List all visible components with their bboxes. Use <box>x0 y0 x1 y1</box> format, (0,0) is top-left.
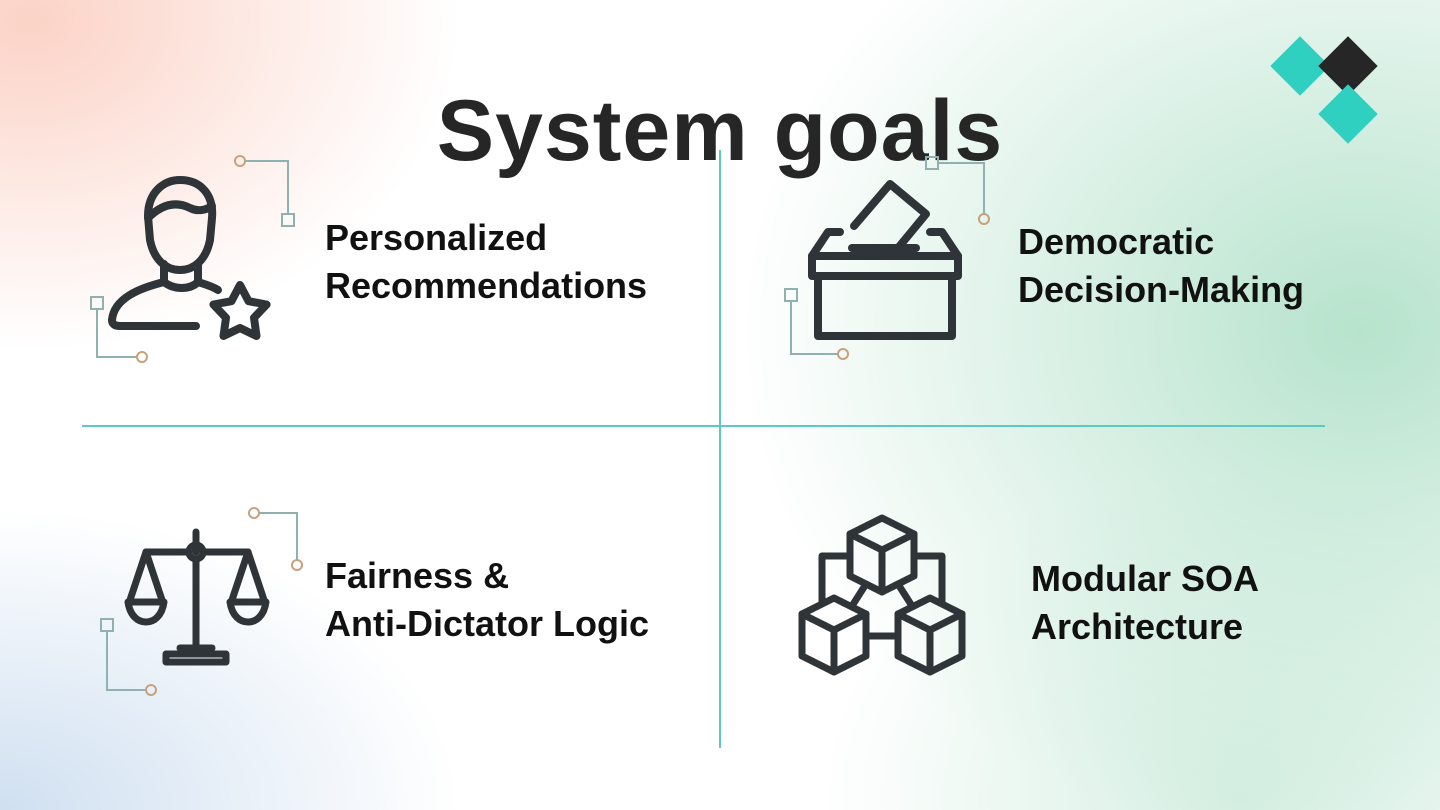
ballot-box-icon <box>808 180 962 340</box>
connector-decoration <box>100 618 157 696</box>
horizontal-divider <box>82 425 1325 427</box>
connector-decoration <box>925 156 990 225</box>
goal-label-line: Decision-Making <box>1018 269 1305 310</box>
connector-decoration <box>784 288 849 360</box>
modular-cubes-icon <box>798 514 966 676</box>
goal-label-fairness-anti-dictator-logic: Fairness & Anti-Dictator Logic <box>325 552 649 648</box>
user-star-icon <box>108 176 271 340</box>
goal-label-line: Recommendations <box>325 265 648 306</box>
goal-label-modular-soa-architecture: Modular SOA Architecture <box>1031 555 1259 651</box>
goal-label-line: Modular SOA <box>1031 558 1260 599</box>
connector-decoration <box>90 296 148 363</box>
connector-decoration <box>248 507 303 571</box>
page-title: System goals <box>436 83 1004 179</box>
goal-label-line: Architecture <box>1031 606 1244 647</box>
goal-label-line: Fairness & <box>325 555 510 596</box>
goal-label-line: Anti-Dictator Logic <box>325 603 649 644</box>
vertical-divider <box>719 150 721 748</box>
goal-label-line: Democratic <box>1018 221 1215 262</box>
goal-label-line: Personalized <box>325 217 548 258</box>
scales-of-justice-icon <box>124 528 270 666</box>
goal-label-personalized-recommendations: Personalized Recommendations <box>325 214 647 310</box>
diamond-logo <box>1270 36 1378 144</box>
connector-decoration <box>234 155 295 227</box>
goal-label-democratic-decision-making: Democratic Decision-Making <box>1018 218 1304 314</box>
